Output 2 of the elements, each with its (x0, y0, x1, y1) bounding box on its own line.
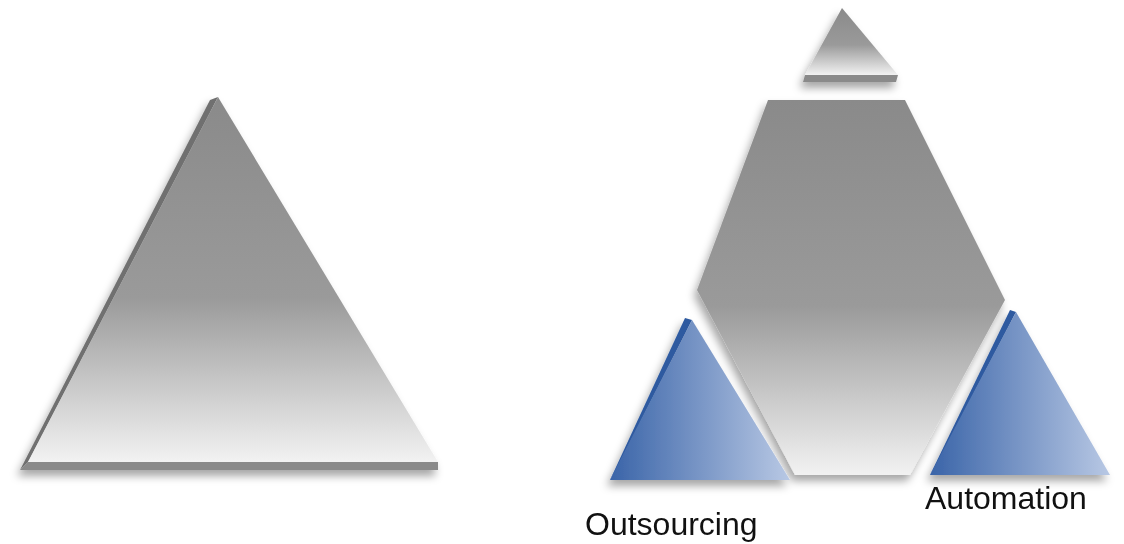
shape-label: Outsourcing (585, 508, 758, 540)
shape-label: Automation (925, 482, 1087, 514)
